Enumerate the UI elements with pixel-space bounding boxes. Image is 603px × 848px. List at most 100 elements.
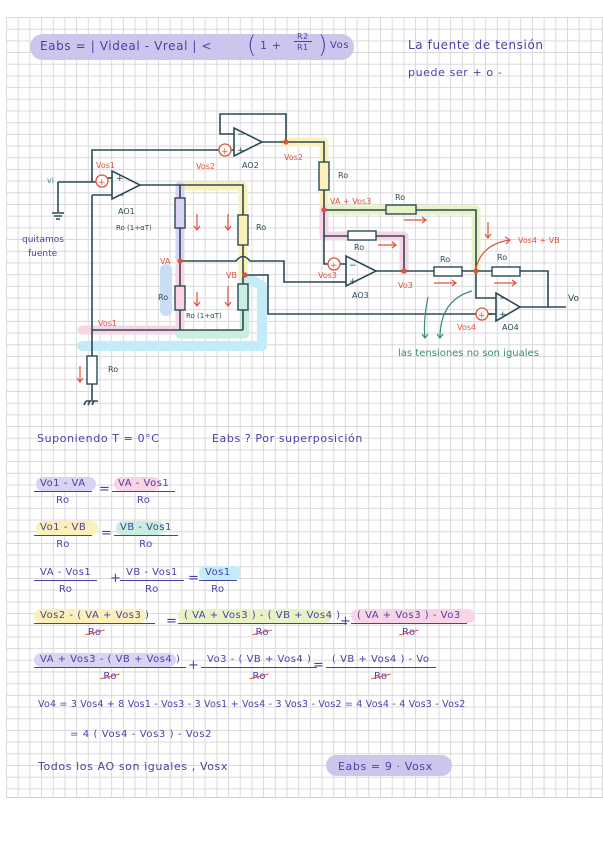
highlight-mint-vb-to-vos1 xyxy=(175,275,250,339)
vo3-label: Vo3 xyxy=(398,281,413,290)
arrow-right-icon xyxy=(404,216,427,224)
eq2-right-numerator: VB - Vos1 xyxy=(114,521,178,536)
resistors xyxy=(86,161,521,385)
vos2-out-label: Vos2 xyxy=(284,153,303,162)
vos2-source-icon xyxy=(218,143,232,157)
eq1-equals: = xyxy=(99,482,110,497)
note-voltage-source-line1: La fuente de tensión xyxy=(408,38,544,52)
eq4-b-highlight xyxy=(178,609,332,623)
eabs-formula-paren-open: ( xyxy=(247,31,257,59)
resistor-ao4-feedback-label: Ro xyxy=(497,253,507,262)
side-note-line1: quitamos xyxy=(22,235,64,245)
eq3-a-fraction: VA - Vos1 Ro xyxy=(34,566,98,595)
svg-text:+: + xyxy=(499,310,507,320)
eq1-left-numerator: Vo1 - VA xyxy=(34,477,92,492)
eq4-c-fraction: ( VA + Vos3 ) - Vo3 Ro xyxy=(351,609,467,638)
resistor-ao4-feedback xyxy=(491,266,521,277)
eq5-a-numerator: VA + Vos3 - ( VB + Vos4 ) xyxy=(34,653,187,668)
resistor-bottom-right xyxy=(237,283,249,311)
eq2-left-fraction: Vo1 - VB Ro xyxy=(34,521,93,550)
resistor-top-left-label: Ro (1+αT) xyxy=(116,224,152,232)
resistor-bottom-left xyxy=(174,285,186,311)
node-vos2-out xyxy=(283,139,289,145)
ao1-triangle xyxy=(111,169,142,201)
svg-text:+: + xyxy=(98,178,106,188)
resistor-ao3-feedback-label: Ro xyxy=(354,243,364,252)
annotation-arrows xyxy=(421,290,473,339)
svg-text:+: + xyxy=(478,311,486,321)
wire-ao2-out xyxy=(262,141,325,162)
assumption-text: Suponiendo T = 0°C xyxy=(37,432,160,445)
eq1-left-denominator: Ro xyxy=(55,495,70,506)
resistor-top-horizontal-label: Ro xyxy=(395,193,405,202)
eq4-c-highlight xyxy=(351,609,475,623)
vos4-source-icon xyxy=(475,307,489,321)
svg-text:+: + xyxy=(116,174,124,184)
eabs-formula-one-plus: 1 + xyxy=(260,39,282,52)
node-va xyxy=(177,258,183,264)
side-note-line2: fuente xyxy=(28,249,58,259)
eq2-left-numerator: Vo1 - VB xyxy=(34,521,93,536)
wire-ao2-feedback xyxy=(219,113,287,142)
eq1-left-highlight xyxy=(36,477,96,491)
eq3-c-numerator: Vos1 xyxy=(199,566,237,581)
resistor-top-left xyxy=(174,197,186,229)
arrow-annotation-right-icon xyxy=(436,290,473,339)
eq4-a-denominator: Ro xyxy=(88,624,102,638)
wire-ao1-noninv-to-ao2 xyxy=(91,149,220,182)
vos3-source-label: Vos3 xyxy=(318,271,337,280)
arrow-right-icon xyxy=(434,279,457,287)
ao4-label: AO4 xyxy=(502,323,519,332)
arrow-curve-to-label-icon xyxy=(475,236,511,269)
eq3-plus: + xyxy=(110,571,121,586)
svg-text:−: − xyxy=(117,191,125,201)
ao3-label: AO3 xyxy=(352,291,369,300)
eq3-right-highlight xyxy=(199,566,241,580)
eq4-a-highlight xyxy=(34,609,146,623)
wire-ao1-minus xyxy=(91,194,112,330)
eabs-formula-paren-close: ) xyxy=(318,31,328,59)
r1-label: R1 xyxy=(297,43,309,52)
eq3-c-denominator: Ro xyxy=(211,584,225,595)
ao1-label: AO1 xyxy=(118,207,135,216)
eq2-right-fraction: VB - Vos1 Ro xyxy=(114,521,178,550)
eq2-right-highlight xyxy=(116,521,164,535)
result-line2: = 4 ( Vos4 - Vos3 ) - Vos2 xyxy=(70,729,213,740)
eq5-equals: = xyxy=(313,658,324,673)
eq5-a-fraction: VA + Vos3 - ( VB + Vos4 ) Ro xyxy=(34,653,187,682)
eq1-right-numerator: VA - Vos1 xyxy=(112,477,176,492)
va-vos3-label: VA + Vos3 xyxy=(330,197,371,206)
eq1-right-highlight xyxy=(114,477,160,491)
circuit-labels: vi quitamos fuente AO1 AO2 AO3 AO4 Vos1 … xyxy=(22,153,579,374)
eq4-plus: + xyxy=(340,614,351,629)
resistor-ao2-out-label: Ro xyxy=(338,171,348,180)
vos3-source-icon xyxy=(327,257,341,271)
eq2-equals: = xyxy=(101,526,112,541)
eq5-b-fraction: Vo3 - ( VB + Vos4 ) Ro xyxy=(201,653,318,682)
node-va-vos3 xyxy=(321,207,327,213)
ao4-triangle xyxy=(495,291,522,323)
resistor-top-right-label: Ro xyxy=(256,223,266,232)
vb-label: VB xyxy=(226,271,237,280)
eq2-left-denominator: Ro xyxy=(56,539,70,550)
r2-label: R2 xyxy=(294,32,312,42)
eabs-formula-highlight xyxy=(30,34,354,60)
highlight-bands xyxy=(77,137,481,351)
node-vo3 xyxy=(401,268,407,274)
resistor-top-right xyxy=(237,214,249,246)
arrow-down-icon xyxy=(193,292,201,307)
eq3-a-numerator: VA - Vos1 xyxy=(34,566,98,581)
ground-symbol-bottom xyxy=(83,400,98,406)
arrow-down-icon xyxy=(484,222,492,239)
eabs-formula-vos: Vos xyxy=(330,40,350,51)
resistor-bottom-left-label: Ro xyxy=(158,293,168,302)
question-text: Eabs ? Por superposición xyxy=(212,432,363,445)
ao2-triangle xyxy=(233,126,264,158)
eabs-formula-lhs: Eabs = | Videal - Vreal | < xyxy=(40,39,213,53)
ao3-triangle xyxy=(345,254,378,288)
offset-source-signs: ++++ xyxy=(98,147,486,321)
eq4-b-numerator: ( VA + Vos3 ) - ( VB + Vos4 ) xyxy=(178,609,347,624)
eq5-a-highlight xyxy=(34,653,176,667)
eq4-c-denominator: Ro xyxy=(402,624,416,638)
highlight-cyan-vb-loop xyxy=(77,275,267,351)
